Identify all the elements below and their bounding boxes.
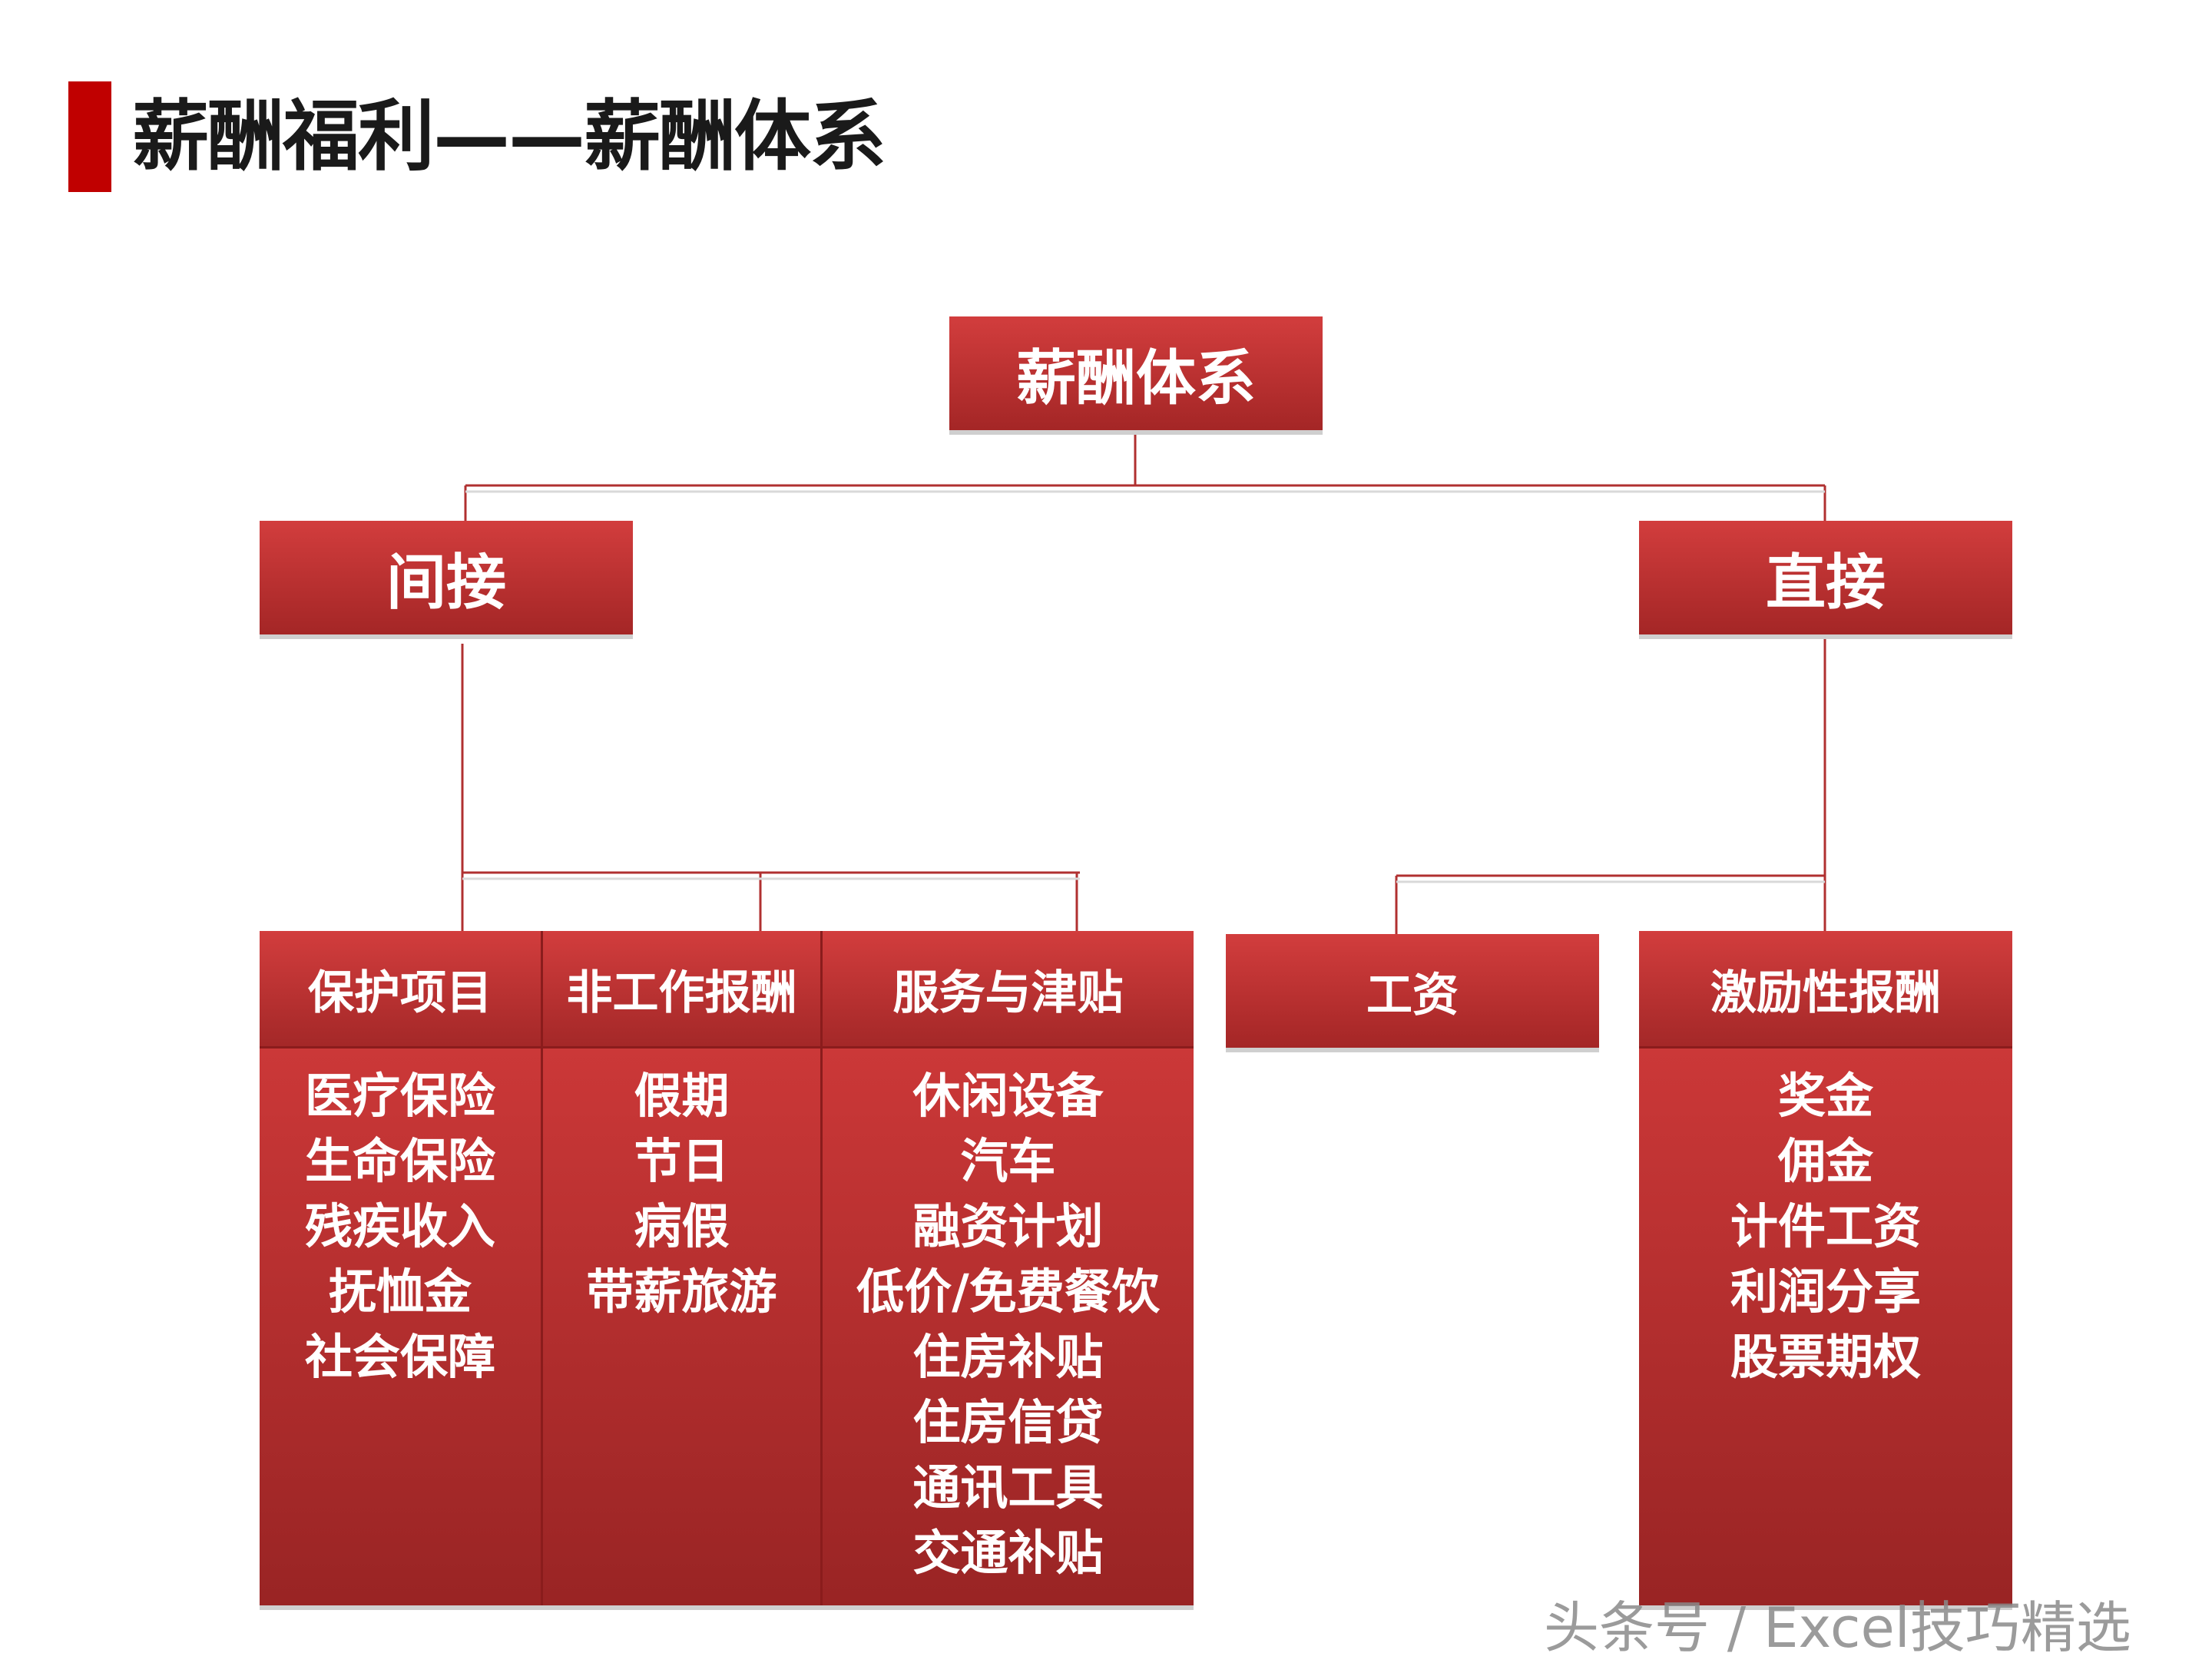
nonwork-header: 非工作报酬: [543, 931, 820, 1048]
incentive-header: 激励性报酬: [1639, 931, 2012, 1048]
list-item: 通讯工具: [912, 1459, 1104, 1516]
indirect-panel: 保护项目 医疗保险 生命保险 残疾收入 抚恤金 社会保障 非工作报酬 假期 节日…: [260, 931, 1194, 1605]
list-item: 利润分享: [1730, 1264, 1921, 1320]
list-item: 奖金: [1777, 1068, 1873, 1124]
wage-node: 工资: [1226, 934, 1599, 1048]
incentive-list: 奖金 佣金 计件工资 利润分享 股票期权: [1639, 1063, 2012, 1390]
list-item: 股票期权: [1730, 1329, 1921, 1385]
incentive-column: 激励性报酬 奖金 佣金 计件工资 利润分享 股票期权: [1639, 931, 2012, 1605]
protection-header: 保护项目: [260, 931, 541, 1048]
protection-column: 保护项目 医疗保险 生命保险 残疾收入 抚恤金 社会保障: [260, 931, 541, 1605]
title-accent-bar: [68, 81, 111, 192]
watermark: 头条号 / Excel技巧精选: [1544, 1595, 2131, 1660]
list-item: 汽车: [960, 1133, 1056, 1189]
indirect-node: 间接: [260, 521, 633, 634]
incentive-panel: 激励性报酬 奖金 佣金 计件工资 利润分享 股票期权: [1639, 931, 2012, 1605]
list-item: 休闲设备: [912, 1068, 1104, 1124]
list-item: 计件工资: [1730, 1198, 1921, 1254]
list-item: 生命保险: [304, 1133, 495, 1189]
list-item: 病假: [634, 1198, 730, 1254]
direct-node: 直接: [1639, 521, 2012, 634]
list-item: 带薪旅游: [586, 1264, 777, 1320]
services-list: 休闲设备 汽车 融资计划 低价/免费餐饮 住房补贴 住房信贷 通讯工具 交通补贴: [823, 1063, 1194, 1585]
nonwork-list: 假期 节日 病假 带薪旅游: [543, 1063, 820, 1324]
list-item: 佣金: [1777, 1133, 1873, 1189]
root-node: 薪酬体系: [949, 316, 1323, 430]
list-item: 住房信贷: [912, 1394, 1104, 1450]
services-header: 服务与津贴: [823, 931, 1194, 1048]
list-item: 住房补贴: [912, 1329, 1104, 1385]
list-item: 融资计划: [912, 1198, 1104, 1254]
list-item: 残疾收入: [304, 1198, 495, 1254]
list-item: 医疗保险: [304, 1068, 495, 1124]
page-title: 薪酬福利——薪酬体系: [132, 91, 886, 181]
list-item: 交通补贴: [912, 1525, 1104, 1581]
list-item: 社会保障: [304, 1329, 495, 1385]
services-column: 服务与津贴 休闲设备 汽车 融资计划 低价/免费餐饮 住房补贴 住房信贷 通讯工…: [820, 931, 1194, 1605]
list-item: 节日: [634, 1133, 730, 1189]
list-item: 抚恤金: [328, 1264, 472, 1320]
protection-list: 医疗保险 生命保险 残疾收入 抚恤金 社会保障: [260, 1063, 541, 1390]
list-item: 低价/免费餐饮: [856, 1264, 1160, 1320]
nonwork-column: 非工作报酬 假期 节日 病假 带薪旅游: [541, 931, 820, 1605]
list-item: 假期: [634, 1068, 730, 1124]
